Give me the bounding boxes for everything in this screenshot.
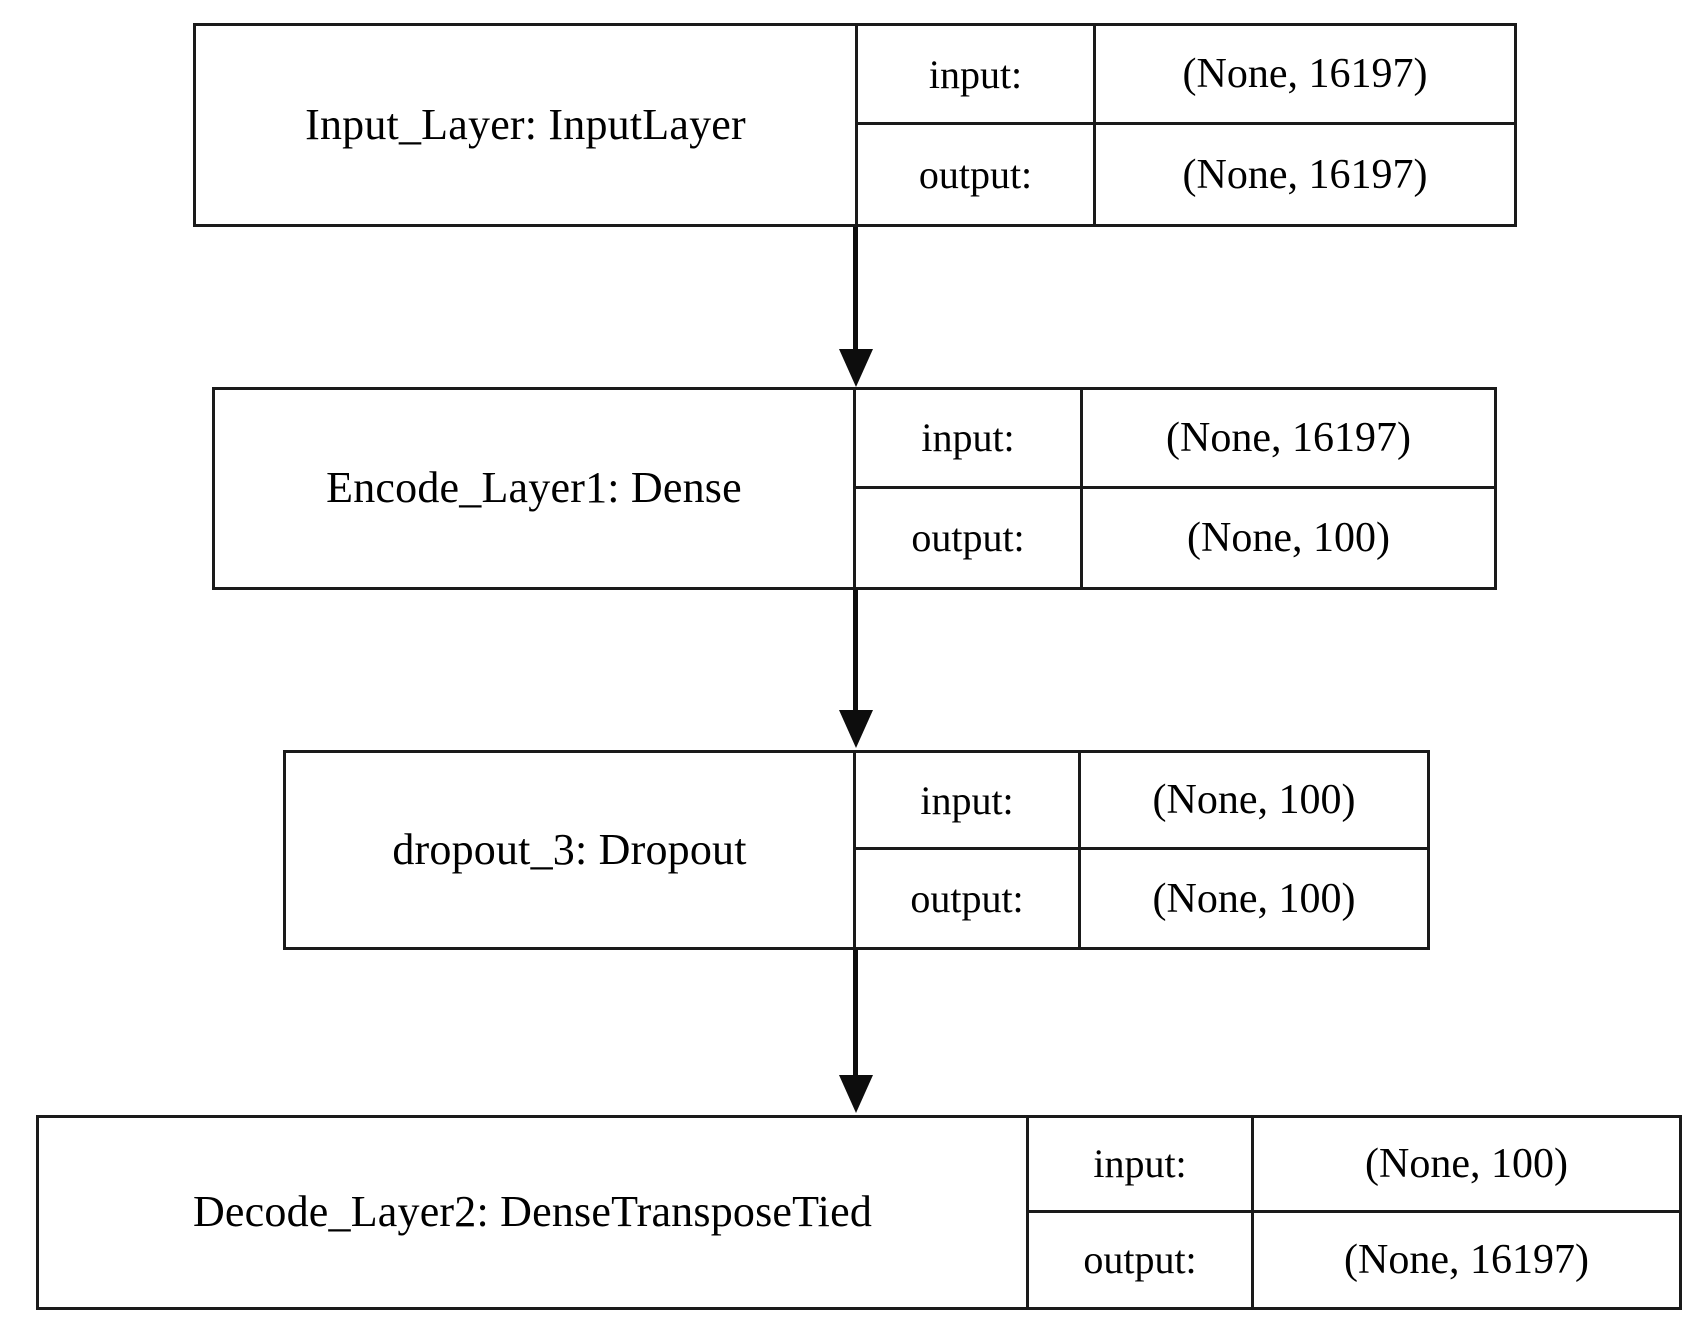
io-label-output: output: xyxy=(918,152,1033,197)
layer-name-input-layer: Input_Layer: InputLayer xyxy=(305,99,746,149)
io-row-output: output: (None, 16197) xyxy=(858,125,1514,224)
io-value-output-shape: (None, 16197) xyxy=(1093,125,1514,224)
io-label-output: output: xyxy=(910,876,1024,921)
connector-arrow-3 xyxy=(839,950,873,1115)
layer-name-encode-layer1: Encode_Layer1: Dense xyxy=(326,463,742,513)
io-label-input: input: xyxy=(921,415,1015,461)
io-table-encode-layer1: input: (None, 16197) output: (None, 100) xyxy=(853,390,1494,587)
connector-arrowhead-icon xyxy=(839,349,873,387)
connector-arrowhead-icon xyxy=(839,1075,873,1113)
io-value-input-shape: (None, 100) xyxy=(1251,1118,1679,1210)
io-value-output-shape: (None, 100) xyxy=(1080,488,1494,587)
connector-arrowhead-icon xyxy=(839,710,873,748)
io-value-input-shape: (None, 16197) xyxy=(1080,390,1494,486)
connector-arrow-1 xyxy=(839,227,873,387)
io-label-output: output: xyxy=(1083,1237,1197,1283)
layer-name-dropout-3: dropout_3: Dropout xyxy=(392,824,747,874)
io-table-dropout-3: input: (None, 100) output: (None, 100) xyxy=(853,753,1427,947)
io-row-input: input: (None, 100) xyxy=(856,753,1427,850)
connector-arrow-2 xyxy=(839,590,873,750)
io-value-output-shape: (None, 100) xyxy=(1078,850,1427,947)
io-label-input: input: xyxy=(1093,1141,1187,1187)
connector-line xyxy=(853,227,858,351)
layer-node-dropout-3[interactable]: dropout_3: Dropout input: (None, 100) ou… xyxy=(283,750,1430,950)
io-label-output: output: xyxy=(911,515,1025,561)
layer-node-encode-layer1[interactable]: Encode_Layer1: Dense input: (None, 16197… xyxy=(212,387,1497,590)
io-value-input-shape: (None, 16197) xyxy=(1093,26,1514,122)
layer-node-input-layer[interactable]: Input_Layer: InputLayer input: (None, 16… xyxy=(193,23,1517,227)
io-row-output: output: (None, 100) xyxy=(856,850,1427,947)
io-row-input: input: (None, 16197) xyxy=(858,26,1514,125)
connector-line xyxy=(853,950,858,1077)
io-value-input-shape: (None, 100) xyxy=(1078,753,1427,847)
connector-line xyxy=(853,590,858,712)
io-value-output-shape: (None, 16197) xyxy=(1251,1212,1679,1307)
io-row-input: input: (None, 100) xyxy=(1029,1118,1679,1213)
layer-name-decode-layer2: Decode_Layer2: DenseTransposeTied xyxy=(192,1187,873,1237)
io-row-output: output: (None, 16197) xyxy=(1029,1212,1679,1307)
io-label-input: input: xyxy=(928,51,1023,97)
layer-node-decode-layer2[interactable]: Decode_Layer2: DenseTransposeTied input:… xyxy=(36,1115,1682,1310)
io-table-input-layer: input: (None, 16197) output: (None, 1619… xyxy=(855,26,1514,224)
io-row-output: output: (None, 100) xyxy=(856,488,1494,587)
io-row-input: input: (None, 16197) xyxy=(856,390,1494,489)
io-table-decode-layer2: input: (None, 100) output: (None, 16197) xyxy=(1026,1118,1679,1307)
io-label-input: input: xyxy=(920,777,1014,823)
